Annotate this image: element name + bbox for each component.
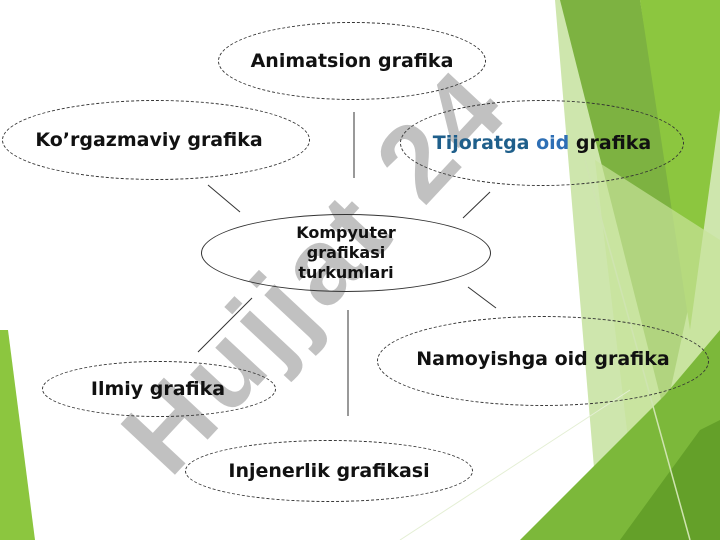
node-label: Ko’rgazmaviy grafika xyxy=(35,129,263,151)
deco-shape xyxy=(620,420,720,540)
node-label: Ilmiy grafika xyxy=(90,378,226,400)
connector-namoyishga xyxy=(467,286,497,309)
node-namoyishga: Namoyishga oid grafika xyxy=(377,316,709,406)
node-label: Namoyishga oid grafika xyxy=(416,348,670,370)
node-korgazmaviy: Ko’rgazmaviy grafika xyxy=(2,100,310,180)
node-ilmiy: Ilmiy grafika xyxy=(42,361,276,417)
node-center: Kompyuter grafikasi turkumlari xyxy=(201,214,491,292)
connector-ilmiy xyxy=(197,297,253,353)
connector-tijoratga xyxy=(462,191,491,219)
center-label: Kompyuter grafikasi turkumlari xyxy=(296,223,396,282)
connector-korgazmaviy xyxy=(207,184,241,213)
node-animatsion: Animatsion grafika xyxy=(218,22,486,100)
label-part-1: Tijoratga xyxy=(432,132,530,154)
node-label: Injenerlik grafikasi xyxy=(228,460,430,482)
node-label: Animatsion grafika xyxy=(250,50,454,72)
node-tijoratga: Tijoratga oid grafika xyxy=(400,100,684,186)
node-label: Tijoratga oid grafika xyxy=(433,132,651,154)
deco-line xyxy=(399,389,631,540)
deco-shape xyxy=(0,330,35,540)
label-part-3: grafika xyxy=(569,132,652,154)
label-part-2: oid xyxy=(529,132,570,154)
node-injenerlik: Injenerlik grafikasi xyxy=(185,440,473,502)
